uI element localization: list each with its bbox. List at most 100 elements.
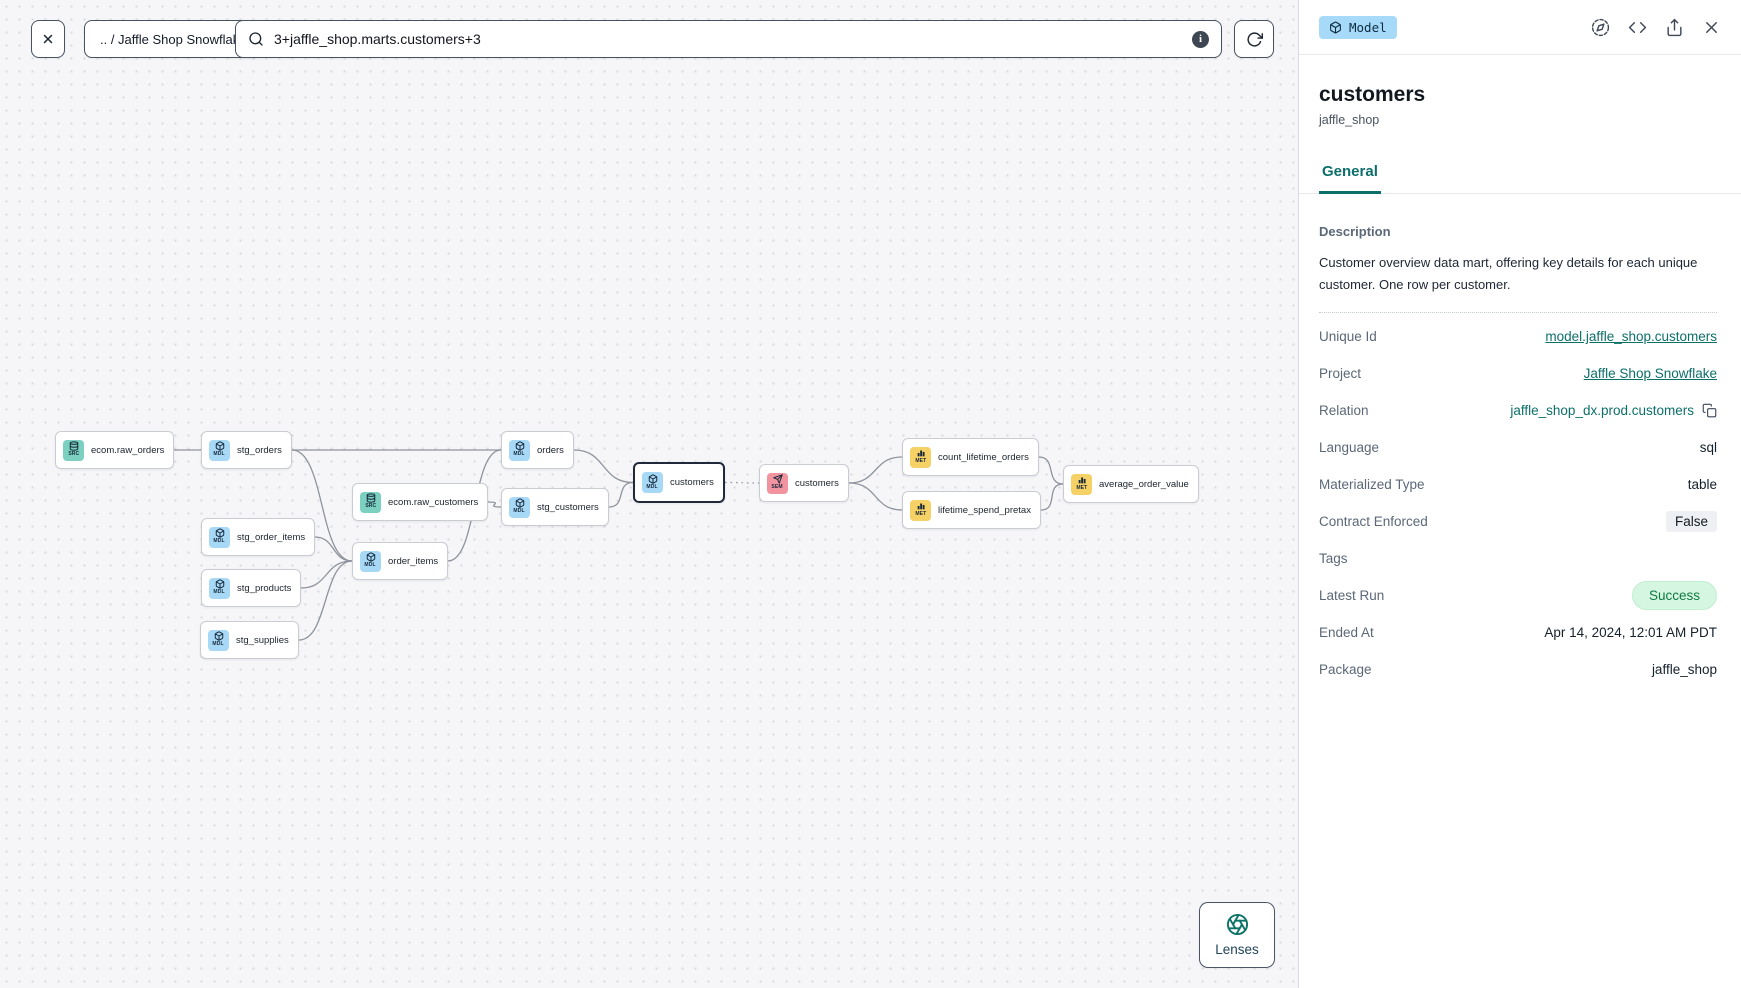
close-panel-button[interactable] xyxy=(1701,17,1721,37)
share-icon xyxy=(1666,18,1682,36)
page-title: customers xyxy=(1319,83,1426,106)
view-code-button[interactable] xyxy=(1627,17,1647,37)
compass-icon xyxy=(1591,18,1609,36)
node-label: customers xyxy=(670,477,714,488)
database-icon xyxy=(69,441,78,451)
bar-chart-icon xyxy=(917,450,925,457)
breadcrumb[interactable]: .. / Jaffle Shop Snowflake xyxy=(84,20,263,58)
field-label: Language xyxy=(1319,440,1380,455)
edge-stg_products-to-order_items xyxy=(300,560,353,589)
graph-node-stg_supplies[interactable]: MDL stg_supplies xyxy=(200,621,299,659)
cube-icon xyxy=(366,552,375,562)
node-type-icon: MDL xyxy=(208,629,229,651)
tab-bar: General xyxy=(1299,154,1741,194)
node-label: stg_products xyxy=(237,582,292,594)
field-label: Project xyxy=(1319,366,1362,381)
node-label: lifetime_spend_pretax xyxy=(938,504,1031,516)
aperture-icon xyxy=(1226,913,1248,936)
node-type-icon: MDL xyxy=(509,439,530,461)
description-label: Description xyxy=(1319,224,1391,239)
node-type-icon: MDL xyxy=(360,550,381,572)
graph-node-stg_products[interactable]: MDL stg_products xyxy=(201,569,302,607)
node-type-code: MET xyxy=(915,457,926,464)
share-button[interactable] xyxy=(1664,17,1684,37)
node-type-code: SRC xyxy=(68,450,79,457)
node-label: ecom.raw_customers xyxy=(388,496,479,508)
edge-customers_sem-to-lifetime_spend_pretax xyxy=(848,482,903,511)
node-type-code: MDL xyxy=(213,450,226,457)
node-label: order_items xyxy=(388,555,439,567)
edge-stg_customers-to-customers_mdl xyxy=(608,481,634,508)
cube-icon xyxy=(215,441,224,451)
send-icon xyxy=(772,474,783,484)
close-lineage-button[interactable] xyxy=(31,20,65,58)
edge-stg_order_items-to-order_items xyxy=(314,536,353,562)
node-type-code: MDL xyxy=(213,588,226,595)
edge-count_lifetime_orders-to-average_order_value xyxy=(1038,456,1064,485)
node-type-code: SEM xyxy=(771,483,784,490)
breadcrumb-label: .. / Jaffle Shop Snowflake xyxy=(100,31,247,47)
copy-icon[interactable] xyxy=(1702,403,1717,418)
graph-node-raw_customers[interactable]: SRC ecom.raw_customers xyxy=(352,483,489,521)
field-label: Latest Run xyxy=(1319,588,1385,603)
node-type-icon: SRC xyxy=(63,439,84,461)
field-row: Project Jaffle Shop Snowflake xyxy=(1319,355,1717,392)
field-value: jaffle_shop xyxy=(1651,662,1717,677)
graph-node-orders[interactable]: MDL orders xyxy=(501,431,574,469)
search-input[interactable] xyxy=(274,31,1182,47)
node-type-icon: MET xyxy=(910,499,931,521)
field-label: Relation xyxy=(1319,403,1369,418)
panel-content: Description Customer overview data mart,… xyxy=(1299,194,1741,688)
field-value[interactable]: model.jaffle_shop.customers xyxy=(1545,329,1717,344)
cube-icon xyxy=(1330,21,1341,34)
edge-stg_supplies-to-order_items xyxy=(298,560,353,641)
node-type-icon: MDL xyxy=(509,496,530,518)
graph-node-customers_mdl[interactable]: MDL customers xyxy=(633,462,725,503)
graph-node-lifetime_spend_pretax[interactable]: MET lifetime_spend_pretax xyxy=(902,491,1041,529)
node-label: count_lifetime_orders xyxy=(938,451,1029,463)
node-type-icon: SRC xyxy=(360,491,381,513)
field-value: Apr 14, 2024, 12:01 AM PDT xyxy=(1544,625,1717,640)
refresh-button[interactable] xyxy=(1234,20,1274,58)
graph-node-order_items[interactable]: MDL order_items xyxy=(352,542,449,580)
node-type-code: MDL xyxy=(646,482,659,489)
node-type-code: MDL xyxy=(513,450,526,457)
explore-button[interactable] xyxy=(1590,17,1610,37)
field-row: Unique Id model.jaffle_shop.customers xyxy=(1319,318,1717,355)
field-label: Materialized Type xyxy=(1319,477,1425,492)
graph-node-count_lifetime_orders[interactable]: MET count_lifetime_orders xyxy=(902,438,1039,476)
resource-type-label: Model xyxy=(1349,19,1387,35)
edge-orders-to-customers_mdl xyxy=(573,449,634,484)
node-type-code: MDL xyxy=(364,561,377,568)
node-label: stg_supplies xyxy=(236,634,289,646)
bar-chart-icon xyxy=(917,503,925,510)
field-label: Tags xyxy=(1319,551,1348,566)
panel-actions xyxy=(1590,17,1721,37)
node-type-icon: MDL xyxy=(209,526,230,548)
cube-icon xyxy=(215,579,224,589)
field-label: Unique Id xyxy=(1319,329,1377,344)
field-value: jaffle_shop_dx.prod.customers xyxy=(1510,403,1717,418)
bar-chart-icon xyxy=(1078,477,1086,484)
close-icon xyxy=(1705,21,1717,33)
tab-general[interactable]: General xyxy=(1319,154,1381,194)
search-info-icon[interactable]: i xyxy=(1192,30,1209,48)
refresh-icon xyxy=(1246,31,1263,47)
lenses-button[interactable]: Lenses xyxy=(1199,902,1275,968)
lineage-search[interactable]: i xyxy=(235,20,1222,58)
node-type-code: MDL xyxy=(513,507,526,514)
field-value[interactable]: Jaffle Shop Snowflake xyxy=(1583,366,1717,381)
node-type-code: SRC xyxy=(365,502,376,509)
node-label: orders xyxy=(537,444,564,456)
search-icon xyxy=(249,32,263,46)
edge-lifetime_spend_pretax-to-average_order_value xyxy=(1040,483,1064,511)
